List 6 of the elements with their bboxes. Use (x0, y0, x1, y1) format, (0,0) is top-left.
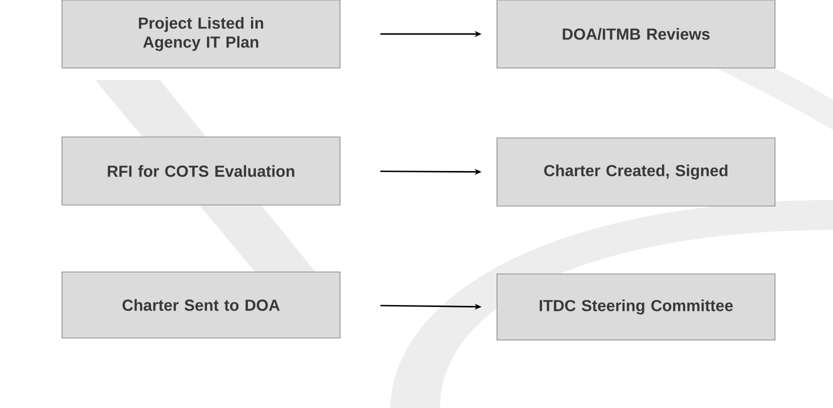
process-box: Charter Created, Signed (496, 138, 776, 206)
process-box: ITDC Steering Committee (496, 274, 776, 340)
process-box: RFI for COTS Evaluation (62, 136, 340, 206)
process-box: DOA/ITMB Reviews (496, 0, 776, 68)
process-box: Charter Sent to DOA (62, 272, 340, 338)
process-box: Project Listed in Agency IT Plan (62, 0, 340, 68)
